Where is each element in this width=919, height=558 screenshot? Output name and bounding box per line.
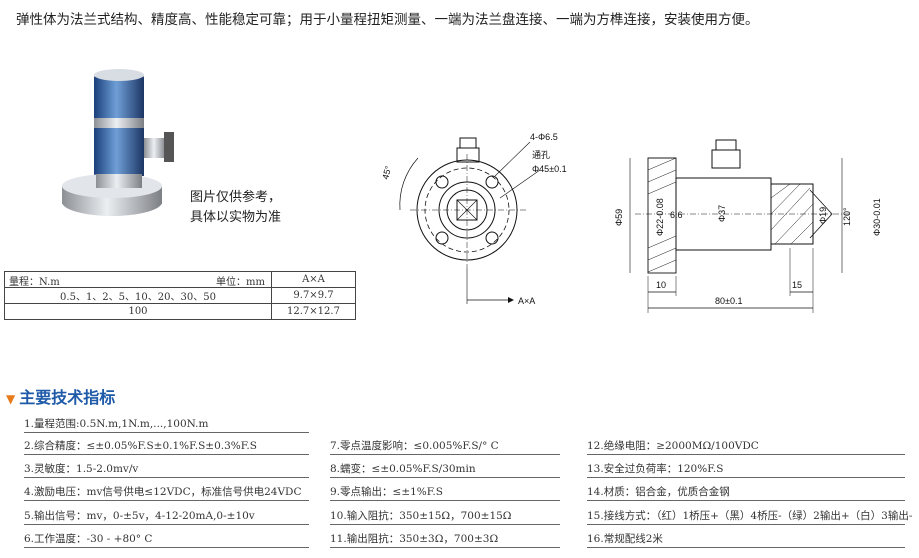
label-len-15: 15: [792, 280, 802, 290]
header-size-label: A×A: [271, 271, 356, 288]
label-d22: Φ22-0.08: [655, 198, 665, 236]
section-title: ▼主要技术指标: [6, 384, 115, 408]
spec-item: 13.安全过负荷率：120%F.S: [587, 461, 905, 478]
disclaimer-line-1: 图片仅供参考，: [190, 190, 282, 205]
spec-item: 3.灵敏度：1.5-2.0mv/v: [24, 461, 309, 478]
spec-item: 6.工作温度：-30 - +80° C: [24, 531, 309, 548]
label-angle-45: 45°: [380, 164, 393, 180]
spec-item: 5.输出信号：mv，0-±5v，4-12-20mA,0-±10v: [24, 508, 309, 525]
photo-disclaimer: 图片仅供参考， 具体以实物为准: [190, 188, 281, 228]
header-range-label: 量程：N.m: [9, 277, 60, 288]
label-d30: Φ30-0.01: [872, 198, 882, 236]
table-row: 0.5、1、2、5、10、20、30、50 9.7×9.7: [4, 287, 356, 304]
spec-item: 10.输入阻抗：350±15Ω，700±15Ω: [330, 508, 560, 525]
spec-item: 14.材质：铝合金，优质合金钢: [587, 484, 905, 501]
spec-item: 16.常规配线2米: [587, 531, 905, 548]
label-holes: 4-Φ6.5: [530, 132, 558, 142]
label-len-10: 10: [656, 280, 666, 290]
label-len-80: 80±0.1: [715, 296, 742, 306]
spec-item: 2.综合精度：≤±0.05%F.S±0.1%F.S±0.3%F.S: [24, 438, 309, 455]
spec-item: 11.输出阻抗：350±3Ω，700±3Ω: [330, 531, 560, 548]
label-angle-120: 120°: [842, 207, 852, 226]
label-6-6: 6.6: [670, 210, 683, 220]
section-title-text: 主要技术指标: [19, 388, 116, 407]
spec-item: 8.蠕变：≤±0.05%F.S/30min: [330, 461, 560, 478]
label-section: A×A: [518, 296, 535, 306]
product-photo: [62, 69, 174, 216]
intro-text: 弹性体为法兰式结构、精度高、性能稳定可靠；用于小量程扭矩测量、一端为法兰盘连接、…: [16, 12, 759, 28]
table-cell-range: 0.5、1、2、5、10、20、30、50: [4, 287, 272, 304]
disclaimer-line-2: 具体以实物为准: [190, 210, 282, 225]
spec-item: 1.量程范围:0.5N.m,1N.m,...,100N.m: [24, 416, 309, 433]
table-cell-size: 12.7×12.7: [271, 303, 356, 320]
label-d19: Φ19: [818, 207, 828, 224]
triangle-marker-icon: ▼: [6, 392, 16, 406]
table-header-row: 量程：N.m 单位：mm A×A: [4, 271, 356, 288]
spec-item: 7.零点温度影响：≤0.005%F.S/° C: [330, 438, 560, 455]
table-header-range: 量程：N.m 单位：mm: [4, 271, 272, 288]
spec-item: 15.接线方式：（红）1桥压+（黑）4桥压-（绿）2输出+（白）3输出-: [587, 508, 912, 525]
spec-item: 12.绝缘电阻：≥2000MΩ/100VDC: [587, 438, 905, 455]
spec-item: 9.零点输出：≤±1%F.S: [330, 484, 560, 501]
label-bolt-circle: Φ45±0.1: [532, 164, 567, 174]
table-cell-size: 9.7×9.7: [271, 287, 356, 304]
table-row: 100 12.7×12.7: [4, 303, 356, 320]
table-cell-range: 100: [4, 303, 272, 320]
label-through: 通孔: [532, 150, 550, 160]
header-unit-label: 单位：mm: [216, 277, 265, 288]
technical-drawing: 45° 4-Φ6.5 通孔 Φ45±0.1 A×A Φ59 Φ22-0.08 6…: [380, 132, 882, 313]
spec-item: 4.激励电压：mv信号供电≤12VDC，标准信号供电24VDC: [24, 484, 309, 501]
label-d59: Φ59: [614, 209, 624, 226]
label-d37: Φ37: [717, 205, 727, 222]
size-table: 量程：N.m 单位：mm A×A 0.5、1、2、5、10、20、30、50 9…: [4, 271, 356, 320]
